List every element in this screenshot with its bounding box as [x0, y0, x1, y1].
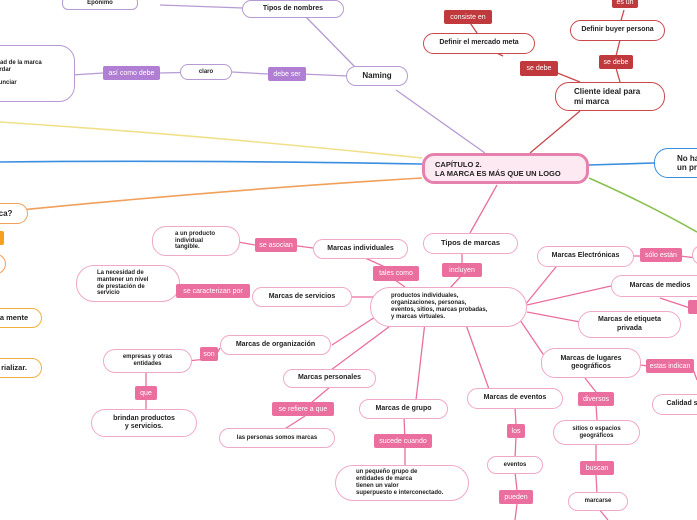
- tag-que: que: [135, 386, 157, 400]
- connector-blue-right: [588, 162, 655, 166]
- node-marcas-de-lugares[interactable]: Marcas de lugares geográficos: [541, 348, 641, 378]
- node-personas-marcas[interactable]: las personas somos marcas: [219, 428, 335, 448]
- tag-pueden: pueden: [499, 490, 533, 504]
- node-definir-buyer-persona[interactable]: Definir buyer persona: [570, 20, 665, 41]
- tag-son: son: [200, 347, 218, 361]
- node-no-ha[interactable]: No ha un pr: [654, 148, 697, 178]
- connector-green: [588, 177, 697, 233]
- central-topic[interactable]: CAPÍTULO 2. LA MARCA ES MÁS QUE UN LOGO: [422, 153, 589, 184]
- node-sitios-espacios[interactable]: sitios o espacios geográficos: [553, 420, 640, 445]
- node-eventos[interactable]: eventos: [487, 456, 543, 474]
- tag-tales-como: tales como: [373, 266, 419, 281]
- tag-se-debe-1: se debe: [599, 55, 633, 69]
- tag-asi-como-debe: así como debe: [103, 66, 160, 80]
- tag-estas-indican: estas indican: [646, 359, 694, 373]
- node-marcas-de-servicios[interactable]: Marcas de servicios: [252, 287, 352, 307]
- connector-orange: [0, 177, 423, 213]
- tag-consiste-en: consiste en: [444, 10, 492, 24]
- node-marcas-electronicas[interactable]: Marcas Electrónicas: [537, 246, 634, 267]
- tag-se-debe-2: se debe: [520, 61, 558, 76]
- connector-blue: [0, 160, 423, 165]
- node-marcas-de-organizacion[interactable]: Marcas de organización: [220, 335, 331, 355]
- node-producto-individual[interactable]: a un producto individual tangible.: [152, 226, 240, 256]
- node-definir-mercado-meta[interactable]: Definir el mercado meta: [423, 33, 535, 54]
- node-necesidad-servicio[interactable]: La necesidad de mantener un nivel de pre…: [76, 265, 180, 302]
- node-calidad[interactable]: Calidad s: [652, 394, 697, 415]
- node-marcas-de-medios[interactable]: Marcas de medios: [611, 275, 697, 297]
- node-identidad-marca[interactable]: ntidad de la marca acordar ronunciar: [0, 45, 75, 102]
- tag-orange-1: [0, 231, 4, 245]
- tag-medios-child: [688, 300, 697, 314]
- tag-se-refiere-a-que: se refiere a que: [272, 402, 334, 416]
- node-tipos-de-nombres[interactable]: Tipos de nombres: [242, 0, 344, 18]
- node-marcas-etiqueta-privada[interactable]: Marcas de etiqueta privada: [578, 311, 681, 338]
- tag-sucede-cuando: sucede cuando: [374, 434, 432, 448]
- tag-buscan: buscan: [580, 461, 614, 475]
- node-marcas-de-eventos[interactable]: Marcas de eventos: [467, 388, 563, 409]
- node-marcarse[interactable]: marcarse: [568, 492, 628, 511]
- node-eponimo[interactable]: Epónimo: [62, 0, 138, 10]
- tag-diversos: diversos: [578, 392, 614, 406]
- node-marca-question[interactable]: rca?: [0, 203, 28, 224]
- node-brindan-productos[interactable]: brindan productos y servicios.: [91, 409, 197, 437]
- node-empresas[interactable]: empresas y otras entidades: [103, 349, 192, 373]
- node-naming[interactable]: Naming: [346, 66, 408, 86]
- node-marcas-de-grupo[interactable]: Marcas de grupo: [359, 399, 448, 419]
- tag-se-asocian: se asocian: [255, 238, 297, 252]
- tag-se-caracterizan-por: se caracterizan por: [176, 284, 250, 298]
- node-marcas-individuales[interactable]: Marcas individuales: [313, 239, 408, 259]
- node-cliente-ideal[interactable]: Cliente ideal para mi marca: [555, 82, 665, 111]
- tag-solo-estan: sólo están: [640, 248, 682, 262]
- tag-debe-ser: debe ser: [268, 67, 306, 81]
- node-rializar[interactable]: rializar.: [0, 358, 42, 378]
- connector-yellow: [0, 121, 423, 159]
- tag-incluyen: incluyen: [442, 263, 482, 277]
- tag-es-un: es un: [612, 0, 638, 8]
- node-marcas-personales[interactable]: Marcas personales: [283, 369, 376, 388]
- tag-los: los: [507, 424, 525, 438]
- node-mente[interactable]: a mente: [0, 308, 42, 328]
- node-claro[interactable]: claro: [180, 64, 232, 80]
- node-tipos-de-marcas[interactable]: Tipos de marcas: [423, 233, 518, 254]
- node-productos-individuales[interactable]: productos individuales, organizaciones, …: [370, 287, 527, 327]
- node-grupo-pequeno[interactable]: un pequeño grupo de entidades de marca t…: [335, 465, 469, 501]
